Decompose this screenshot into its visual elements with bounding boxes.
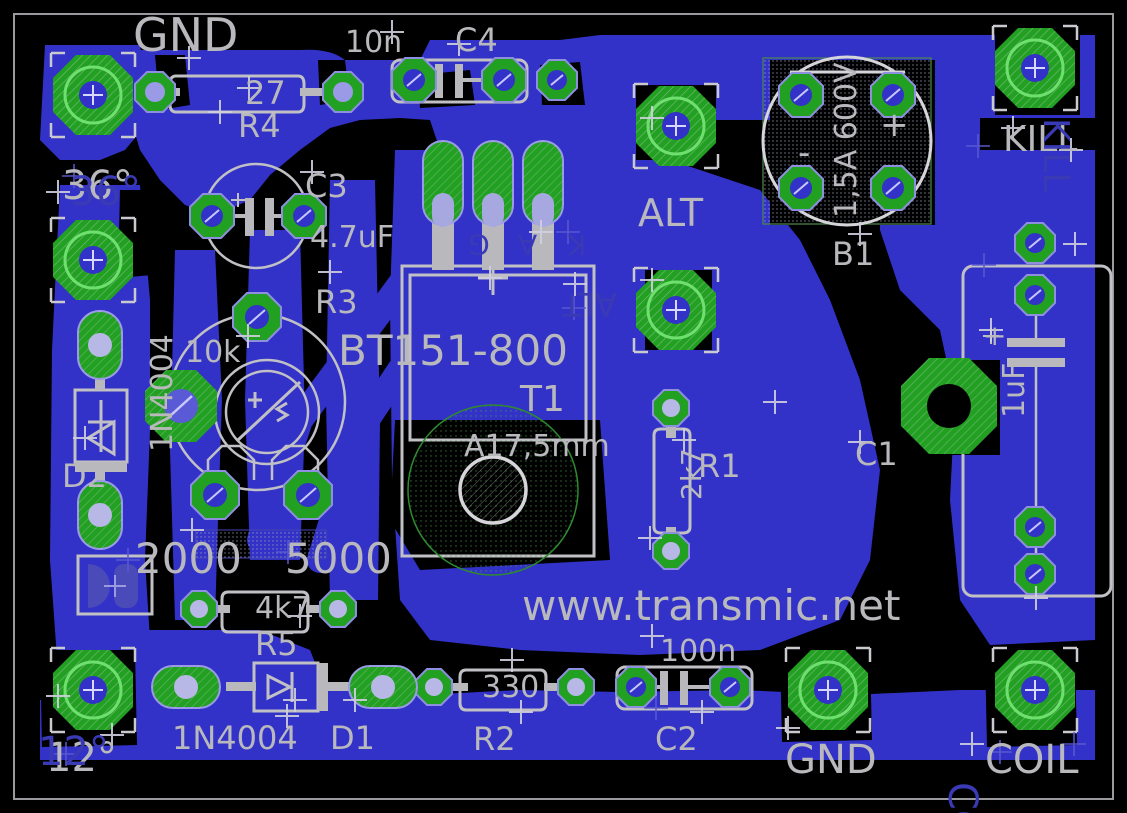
net-label-36deg-blue: 36°	[70, 169, 141, 215]
r3-value-label: 10k	[185, 335, 241, 370]
net-label-gnd-bottom: GND	[785, 737, 877, 783]
c3-ref-label: C3	[305, 167, 348, 205]
net-label-12deg: 12°	[46, 735, 117, 781]
r1-ref-label: R1	[698, 447, 741, 485]
d2-value-label: 1N4004	[145, 334, 180, 452]
b1-minus-marker: -	[798, 133, 811, 173]
turns-label-2000: 2000	[135, 534, 242, 583]
c1-plus-marker: +	[983, 319, 1007, 352]
c1-ref-label: C1	[855, 435, 898, 473]
c4-value-label: 10n	[345, 25, 403, 60]
c1-value-label: 1uF	[997, 362, 1032, 418]
net-label-coil-rotated: COIL	[939, 782, 985, 813]
t1-value-label: BT151-800	[338, 326, 568, 375]
net-label-alt: ALT	[638, 191, 704, 235]
r5-ref-label: R5	[255, 625, 298, 663]
b1-ref-label: B1	[832, 235, 875, 273]
t1-ref-label: T1	[520, 379, 565, 420]
pads-oblong	[77, 140, 564, 709]
d2-ref-label: D2	[62, 457, 107, 495]
net-label-kill: KILL	[1003, 119, 1078, 160]
pads-medium	[134, 57, 1056, 708]
t1-pin-g-label: G	[468, 228, 490, 261]
net-label-12deg-blue: 12°	[38, 729, 109, 775]
d1-ref-label: D1	[330, 719, 375, 757]
b1-plus-marker: +	[880, 105, 909, 145]
r1-value-label: 2k7	[675, 448, 708, 500]
t1-pin-a-label: A	[518, 228, 538, 261]
t1-hole-size-label: A17,5mm	[464, 429, 610, 464]
t1-pin-k-label: K	[568, 228, 587, 261]
r4-ref-label: R4	[238, 107, 281, 145]
c2-value-label: 100n	[660, 634, 737, 669]
net-label-alt-rotated: ALT	[562, 285, 617, 323]
pads-large	[49, 24, 1079, 734]
r5-value-label: 4k7	[255, 591, 311, 626]
d1-value-label: 1N4004	[172, 719, 298, 757]
b1-value-label: 1,5A 600V	[829, 62, 864, 218]
net-label-kill-rotated: KILL	[1035, 118, 1076, 193]
r2-value-label: 330	[482, 670, 540, 705]
turns-label-5000: 5000	[285, 534, 392, 583]
r3-ref-label: R3	[315, 283, 358, 321]
net-label-gnd-top: GND	[133, 8, 239, 62]
net-label-36deg: 36°	[62, 163, 133, 209]
r4-value-label: 27	[245, 74, 286, 112]
r2-ref-label: R2	[473, 720, 516, 758]
c4-ref-label: C4	[455, 21, 498, 59]
c3-value-label: 4.7uF	[310, 220, 394, 255]
c2-ref-label: C2	[655, 720, 698, 758]
watermark-text: www.transmic.net	[522, 581, 901, 630]
net-label-coil: COIL	[985, 737, 1079, 783]
